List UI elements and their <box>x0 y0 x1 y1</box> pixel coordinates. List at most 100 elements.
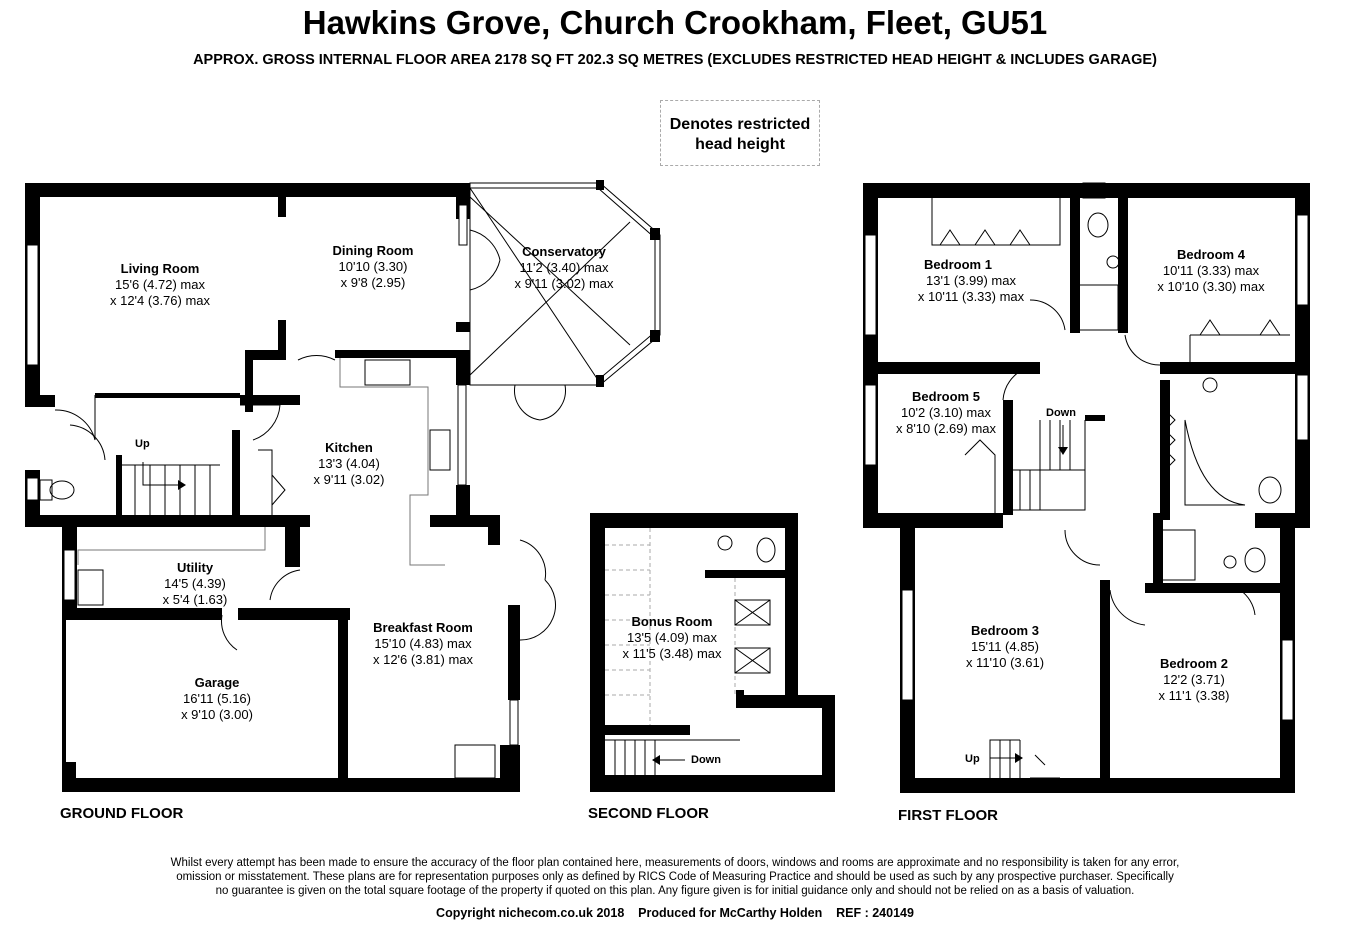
stairs-down-label: Down <box>1046 407 1076 419</box>
wall <box>245 350 253 412</box>
window <box>26 244 39 366</box>
shower-icon <box>1159 529 1196 581</box>
wall <box>95 393 240 398</box>
toilet-icon <box>1258 476 1282 504</box>
window <box>864 234 877 336</box>
basin-icon <box>1223 555 1237 569</box>
room-dimension: 15'11 (4.85) <box>971 639 1039 654</box>
cupboard <box>258 449 286 515</box>
room-name: Breakfast Room <box>373 620 473 635</box>
wall <box>456 485 470 515</box>
stairs-up-label: Up <box>965 753 980 765</box>
room-name: Bedroom 1 <box>924 257 992 272</box>
wall <box>25 395 55 407</box>
wardrobe-doors <box>939 229 1031 246</box>
room-dimension: 15'10 (4.83) max <box>374 636 472 651</box>
floor-area-subtitle: APPROX. GROSS INTERNAL FLOOR AREA 2178 S… <box>193 52 1157 68</box>
room-dimension: 13'1 (3.99) max <box>926 273 1016 288</box>
basin-icon <box>1106 255 1120 269</box>
window <box>509 699 519 746</box>
wall <box>596 375 604 387</box>
room-dimension: x 9'11 (3.02) max <box>514 276 614 291</box>
window <box>864 384 877 466</box>
cupboard <box>964 439 996 513</box>
restricted-height-legend: Denotes restricted head height <box>660 100 820 166</box>
room-name: Bedroom 4 <box>1177 247 1246 262</box>
wall <box>863 513 1003 528</box>
room-name: Living Room <box>121 261 200 276</box>
wall <box>338 608 348 792</box>
utility-worktop <box>77 527 266 565</box>
wall <box>650 330 660 342</box>
second-floor-plan: Down Bonus Room 13'5 (4.09) max x 11'5 (… <box>588 513 835 822</box>
floor-label: GROUND FLOOR <box>60 805 183 822</box>
wall <box>740 695 835 708</box>
garage-door <box>62 608 66 778</box>
door-swings <box>1002 299 1256 626</box>
room-dimension: 11'2 (3.40) max <box>520 260 609 275</box>
room-name: Kitchen <box>325 440 373 455</box>
wall <box>1070 198 1080 333</box>
utility-sink-icon <box>77 569 104 606</box>
toilet-icon <box>49 480 75 500</box>
ground-floor-plan: Up Living Room 15'6 (4.72) max x 12'4 (3… <box>25 180 661 822</box>
skylight <box>734 647 771 674</box>
wall <box>590 513 605 792</box>
room-name: Garage <box>195 675 240 690</box>
wall <box>1145 583 1295 593</box>
wall <box>62 608 222 620</box>
wall <box>1255 513 1295 528</box>
first-floor-stairs-down <box>1013 420 1086 511</box>
room-name: Bedroom 3 <box>971 623 1039 638</box>
door-swing <box>469 229 501 291</box>
chimney <box>1082 182 1106 199</box>
window <box>26 477 39 501</box>
first-floor-plan: Down Up Bedroom 1 13'1 (3.99) max x 10'1… <box>863 182 1310 824</box>
door-swing <box>269 569 301 601</box>
window <box>63 549 76 601</box>
restricted-height-area <box>605 528 736 725</box>
room-dimension: 16'11 (5.16) <box>183 691 251 706</box>
room-dimension: 10'10 (3.30) <box>339 259 408 274</box>
kitchen-worktop <box>339 358 445 566</box>
wall <box>705 570 785 578</box>
room-name: Dining Room <box>333 243 414 258</box>
wall <box>596 180 604 190</box>
page-title: Hawkins Grove, Church Crookham, Fleet, G… <box>302 4 1048 41</box>
wall <box>1118 198 1128 333</box>
room-dimension: x 11'10 (3.61) <box>966 655 1044 670</box>
wall <box>232 430 240 515</box>
wall <box>240 395 300 405</box>
wall <box>736 690 744 708</box>
room-name: Bedroom 2 <box>1160 656 1228 671</box>
legend-line-1: Denotes restricted <box>669 116 811 133</box>
window <box>457 384 467 486</box>
wall <box>500 745 520 792</box>
wall <box>590 513 798 528</box>
wall <box>335 350 470 358</box>
window <box>1281 639 1294 721</box>
room-dimension: 13'5 (4.09) max <box>627 630 717 645</box>
wall <box>278 320 286 360</box>
room-dimension: x 5'4 (1.63) <box>163 592 228 607</box>
window <box>1296 374 1309 441</box>
disclaimer: Whilst every attempt has been made to en… <box>100 856 1250 898</box>
door-swing <box>54 395 96 441</box>
wall <box>116 455 122 515</box>
skylight <box>734 599 771 626</box>
floor-label: SECOND FLOOR <box>588 805 709 822</box>
wall <box>1160 362 1295 374</box>
wall <box>785 513 798 708</box>
disclaimer-line: Whilst every attempt has been made to en… <box>170 857 1180 869</box>
wall <box>25 515 310 527</box>
wall <box>508 605 520 700</box>
wall <box>822 695 835 792</box>
window <box>901 589 914 701</box>
room-dimension: x 11'5 (3.48) max <box>622 646 722 661</box>
room-dimension: x 11'1 (3.38) <box>1159 688 1230 703</box>
room-dimension: 10'11 (3.33) max <box>1163 263 1260 278</box>
sink-icon <box>429 429 451 471</box>
legend-line-2: head height <box>695 136 785 153</box>
room-dimension: x 8'10 (2.69) max <box>896 421 997 436</box>
